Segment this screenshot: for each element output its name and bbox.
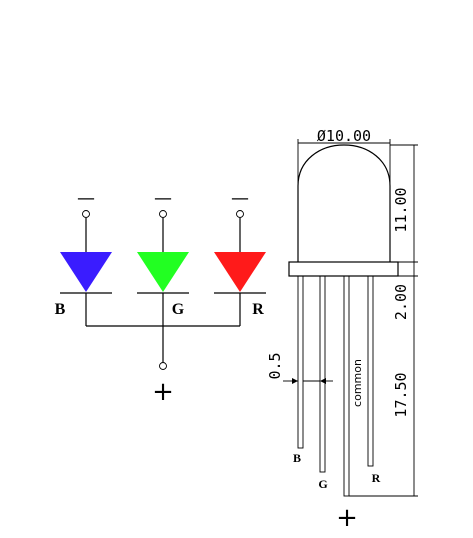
diode-label-blue: B xyxy=(55,301,66,318)
lead-g xyxy=(319,275,326,473)
lead-label-g: G xyxy=(318,477,327,491)
diode-label-red: R xyxy=(252,301,264,318)
common-terminal xyxy=(159,362,167,370)
diode-label-green: G xyxy=(172,301,185,318)
terminal-green xyxy=(159,210,167,218)
terminal-blue xyxy=(82,210,90,218)
diode-green: — G xyxy=(137,188,189,326)
led-dome xyxy=(297,144,391,262)
lead-label-b: B xyxy=(293,451,301,465)
package-plus-mark: + xyxy=(336,503,358,533)
spacing-arrow-left xyxy=(292,378,298,384)
led-flange xyxy=(288,261,399,277)
lead-common xyxy=(343,275,350,497)
lead-length-label: 17.50 xyxy=(392,372,410,417)
common-label: common xyxy=(351,359,364,407)
schematic-plus-mark: + xyxy=(152,377,174,407)
diode-blue: — B xyxy=(55,188,112,326)
terminal-red xyxy=(236,210,244,218)
diameter-label: Ø10.00 xyxy=(317,127,371,145)
triangle-red xyxy=(214,252,266,292)
triangle-green xyxy=(137,252,189,292)
lead-label-r: R xyxy=(372,471,381,485)
triangle-blue xyxy=(60,252,112,292)
schematic: — B — G — R xyxy=(55,188,266,407)
spacing-label: 0.5 xyxy=(266,352,284,379)
dome-height-label: 11.00 xyxy=(392,187,410,232)
package-drawing: Ø10.00 B G R + common 0.5 11.00 xyxy=(266,127,418,533)
cathode-mark-red: — xyxy=(231,188,249,209)
spacing-arrow-right xyxy=(320,378,326,384)
cathode-mark-blue: — xyxy=(77,188,95,209)
lead-b xyxy=(297,275,304,449)
flange-height-label: 2.00 xyxy=(392,284,410,320)
diode-red: — R xyxy=(214,188,266,326)
cathode-mark-green: — xyxy=(154,188,172,209)
lead-r xyxy=(367,275,374,467)
